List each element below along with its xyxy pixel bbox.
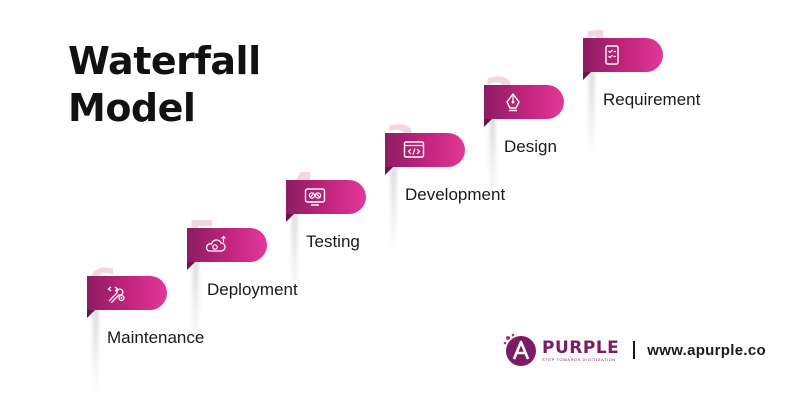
brand-name: PURPLE [542, 337, 620, 358]
apurple-logo-icon [503, 333, 536, 366]
step-tab [187, 228, 267, 270]
step-label: Deployment [207, 280, 298, 299]
brand-url: www.apurple.co [647, 341, 766, 359]
title-line-1: Waterfall [68, 39, 261, 83]
brand-divider [633, 341, 636, 359]
step-label: Requirement [603, 90, 701, 109]
code-window-icon [403, 141, 425, 158]
step-label: Testing [306, 232, 360, 251]
monitor-test-icon [304, 188, 326, 206]
step-tab [87, 276, 167, 318]
tools-icon [107, 286, 125, 303]
step-label: Development [405, 185, 506, 204]
step-tab [583, 38, 663, 80]
page-title: Waterfall Model [68, 38, 261, 132]
brand-logo-text: PURPLE STEP TOWARDS DIGITIZATION [542, 339, 619, 362]
brand-footer: PURPLE STEP TOWARDS DIGITIZATION www.apu… [502, 332, 766, 368]
title-line-2: Model [68, 86, 196, 130]
step-label: Maintenance [107, 328, 205, 347]
checklist-icon [605, 45, 619, 65]
pen-tool-icon [506, 92, 520, 112]
step-label: Design [504, 137, 557, 156]
step-tab [286, 180, 366, 222]
step-tab [484, 85, 564, 127]
step-tab [385, 133, 465, 175]
brand-tagline: STEP TOWARDS DIGITIZATION [542, 356, 616, 362]
cloud-gear-icon [205, 235, 226, 252]
